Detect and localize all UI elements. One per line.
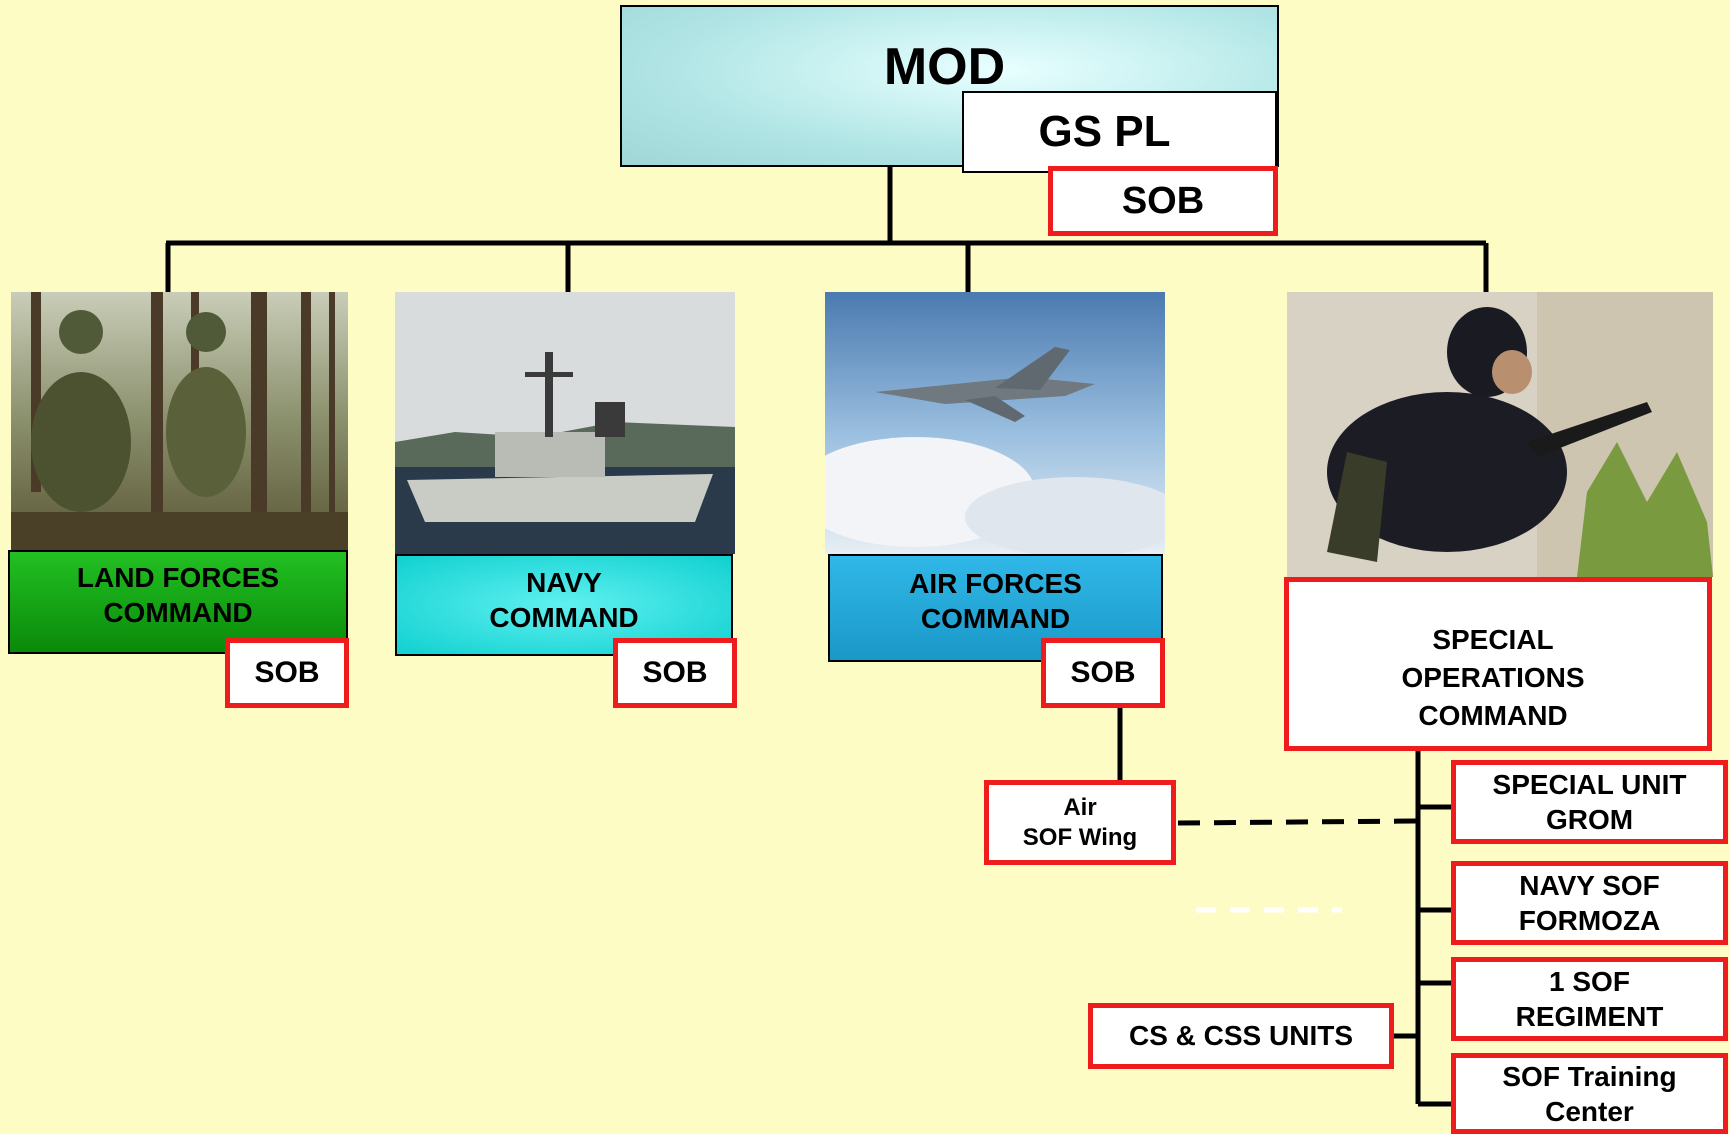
grom-line1: SPECIAL UNIT	[1492, 769, 1687, 800]
air-forces-line2: COMMAND	[920, 603, 1071, 634]
regiment-line1: 1 SOF	[1549, 966, 1630, 997]
gspl-box: GS PL	[962, 91, 1277, 173]
cs-css-units-box: CS & CSS UNITS	[1088, 1003, 1394, 1069]
sof-unit-regiment-box: 1 SOF REGIMENT	[1451, 957, 1728, 1041]
sof-unit-training-center-box: SOF Training Center	[1451, 1053, 1728, 1134]
fighter-jet-image	[825, 292, 1165, 554]
gspl-sob-label: SOB	[1121, 179, 1205, 222]
air-forces-sob-box: SOB	[1041, 638, 1165, 708]
soldiers-in-forest-image	[11, 292, 348, 550]
air-forces-line1: AIR FORCES	[909, 568, 1082, 599]
navy-line2: COMMAND	[489, 602, 639, 633]
air-sof-wing-line2: SOF Wing	[1022, 823, 1138, 851]
navy-line1: NAVY	[526, 567, 602, 598]
frigate-ship-image	[395, 292, 735, 554]
special-ops-command-box: SPECIAL OPERATIONS COMMAND	[1284, 577, 1712, 751]
navy-sob-label: SOB	[642, 656, 708, 689]
formoza-line2: FORMOZA	[1518, 905, 1661, 936]
special-ops-line1: SPECIAL	[1432, 624, 1554, 656]
land-forces-line2: COMMAND	[103, 597, 253, 628]
gspl-label: GS PL	[1038, 107, 1171, 156]
air-sof-wing-box: Air SOF Wing	[984, 780, 1176, 865]
regiment-line2: REGIMENT	[1515, 1001, 1664, 1032]
cs-css-units-label: CS & CSS UNITS	[1128, 1020, 1354, 1051]
sof-unit-formoza-box: NAVY SOF FORMOZA	[1451, 861, 1728, 945]
grom-line2: GROM	[1545, 804, 1634, 835]
land-forces-sob-box: SOB	[225, 638, 349, 708]
air-forces-sob-label: SOB	[1070, 656, 1136, 689]
navy-photo	[395, 292, 735, 554]
air-sof-wing-line1: Air	[1063, 793, 1097, 821]
special-ops-line2: OPERATIONS	[1401, 662, 1585, 694]
formoza-line1: NAVY SOF	[1519, 870, 1660, 901]
training-center-line2: Center	[1545, 1095, 1634, 1127]
mod-label: MOD	[883, 38, 1006, 96]
special-ops-photo	[1287, 292, 1713, 577]
air-forces-photo	[825, 292, 1165, 554]
navy-sob-box: SOB	[613, 638, 737, 708]
gspl-sob-box: SOB	[1048, 166, 1278, 236]
land-forces-line1: LAND FORCES	[76, 562, 280, 593]
land-forces-command-box: LAND FORCES COMMAND	[8, 550, 348, 654]
special-ops-line3: COMMAND	[1418, 699, 1568, 731]
land-forces-sob-label: SOB	[254, 656, 320, 689]
training-center-line1: SOF Training	[1502, 1060, 1677, 1092]
land-forces-photo	[11, 292, 348, 550]
combat-diver-image	[1287, 292, 1713, 577]
sof-unit-grom-box: SPECIAL UNIT GROM	[1451, 760, 1728, 844]
